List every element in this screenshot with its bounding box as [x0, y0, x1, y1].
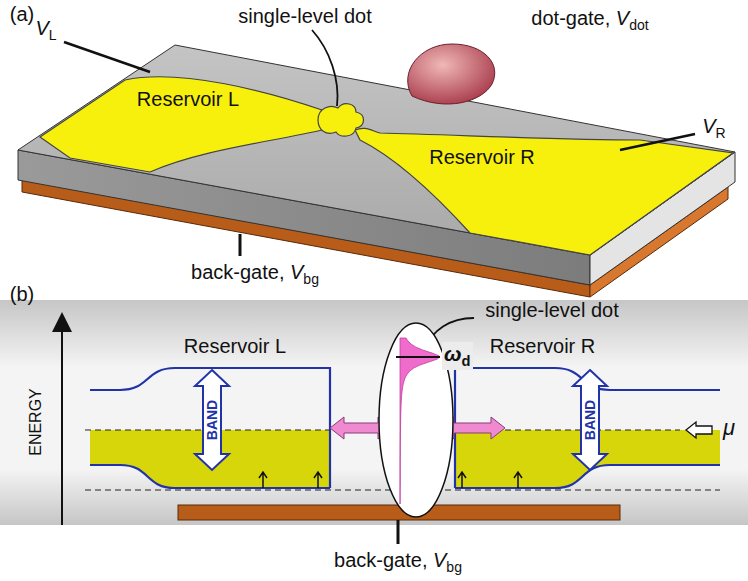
callout-label: single-level dot	[238, 5, 371, 28]
vl-lead	[64, 42, 150, 72]
dot-leader	[312, 30, 338, 106]
callout-label: single-level dot	[485, 299, 618, 322]
panel-letter: (b)	[10, 283, 34, 306]
reservoir-label: Reservoir R	[455, 335, 630, 358]
panel-letter: (a)	[10, 3, 34, 26]
band-arrow-l	[195, 370, 229, 470]
backgate-stem-b	[397, 520, 400, 544]
band-label: BAND	[582, 400, 598, 440]
mu-pointer	[686, 422, 712, 438]
voltage-label: VR	[702, 115, 725, 141]
energy-axis	[61, 322, 63, 525]
dot-ellipse: ωd	[378, 322, 454, 518]
vr-lead	[620, 134, 695, 150]
reservoir-r-film	[355, 128, 733, 255]
reservoir-label: Reservoir R	[429, 146, 535, 169]
dot-gate	[408, 44, 495, 104]
gate-label: back-gate, Vbg	[191, 261, 319, 287]
energy-ground	[0, 300, 748, 525]
backgate-stem	[239, 234, 242, 256]
gate-label: back-gate, Vbg	[334, 549, 462, 575]
band-arrow-r	[573, 370, 607, 470]
voltage-label: VL	[35, 17, 56, 43]
reservoir-region: Reservoir L	[140, 333, 330, 488]
device-slab	[18, 45, 735, 297]
level-label: ωd	[442, 342, 473, 370]
chemical-potential-label: μ	[723, 415, 735, 440]
dot-island	[318, 104, 364, 136]
band-label: BAND	[204, 400, 220, 440]
gate-label: dot-gate, Vdot	[531, 7, 648, 33]
reservoir-label: Reservoir L	[140, 335, 330, 358]
reservoir-l-film	[40, 77, 333, 172]
axis-label: ENERGY	[27, 388, 45, 456]
reservoir-label: Reservoir L	[137, 88, 239, 111]
band-edge-l	[90, 368, 330, 488]
reservoir-region: Reservoir R	[455, 333, 630, 488]
